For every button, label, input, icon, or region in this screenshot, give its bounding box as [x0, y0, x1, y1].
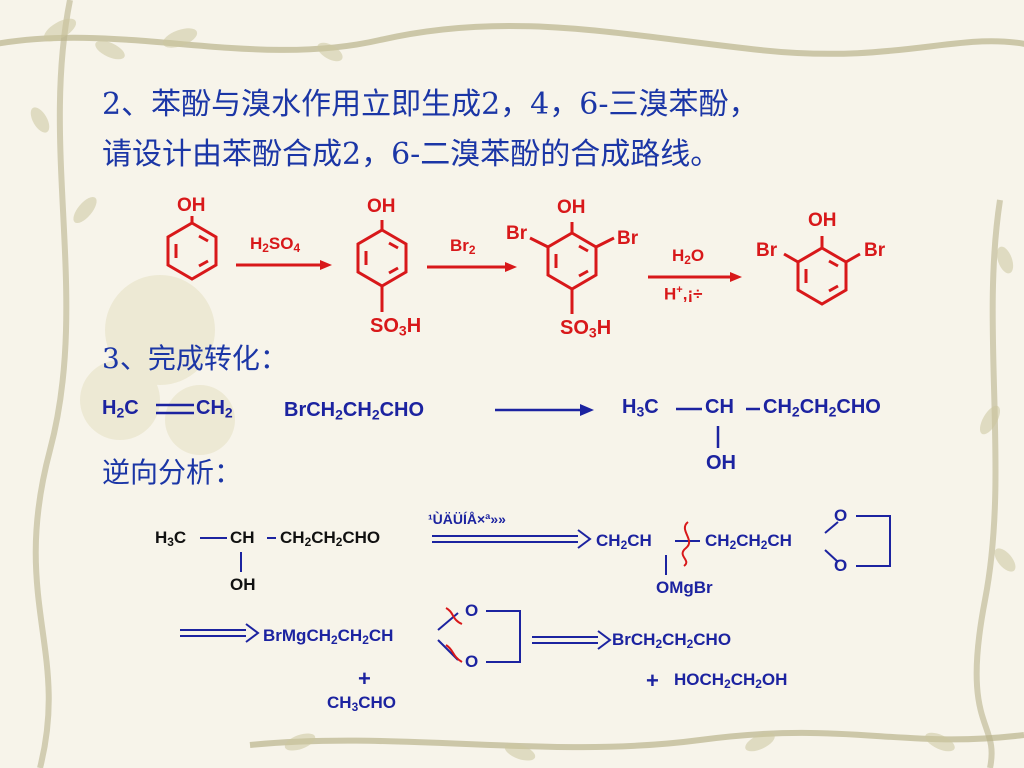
- reagent-h2so4: H2SO4: [250, 234, 301, 255]
- plus-sign-2: +: [646, 668, 659, 693]
- retro-ch: CH: [230, 528, 255, 547]
- dioxolane-o-top-1: O: [834, 506, 848, 525]
- dioxolane-o-bottom-1: O: [834, 556, 848, 575]
- br-left-1: Br: [506, 223, 528, 244]
- vine-right: [973, 199, 1003, 768]
- dioxolane-o-bottom-2: O: [465, 652, 479, 671]
- dioxolane-o-top-2: O: [465, 601, 479, 620]
- plus-sign-1: +: [358, 666, 371, 691]
- reagent-h-heat: H+,¡÷: [664, 284, 703, 304]
- retro-omgbr: OMgBr: [656, 578, 713, 597]
- retro-bromo-aldehyde: BrCH2CH2CHO: [612, 630, 732, 651]
- grignard-reagent: BrMgCH2CH2CH: [263, 626, 394, 647]
- vine-left: [32, 0, 73, 768]
- acetaldehyde: CH3CHO: [327, 693, 396, 714]
- product-oh: OH: [706, 452, 736, 474]
- so3h-2: SO3H: [560, 317, 612, 341]
- retro-ch2ch2ch: CH2CH2CH: [705, 531, 792, 552]
- dibromo-oh: OH: [557, 197, 586, 218]
- vine-bottom: [249, 729, 1024, 751]
- phenol-oh: OH: [177, 195, 206, 216]
- question-3-title: 3、完成转化：: [102, 342, 288, 375]
- question-2-line-1: 2、苯酚与溴水作用立即生成2，4，6-三溴苯酚，: [102, 87, 759, 122]
- retro-h3c: H3C: [155, 528, 187, 549]
- product-chain: CH2CH2CHO: [763, 396, 881, 420]
- retro-ch2ch: CH2CH: [596, 531, 652, 552]
- br-right-1: Br: [617, 228, 639, 249]
- bromo-aldehyde: BrCH2CH2CHO: [284, 399, 425, 423]
- retro-analysis-title: 逆向分析：: [102, 456, 243, 489]
- leaf-shapes: [30, 18, 1016, 761]
- product-ch: CH: [705, 396, 734, 418]
- product-h3c: H3C: [622, 396, 659, 420]
- br-left-2: Br: [756, 240, 778, 261]
- benzene-ring-1: [166, 221, 218, 281]
- ethylene-right: CH2: [196, 397, 233, 421]
- watercolor-flower: [80, 275, 235, 455]
- reagent-h2o: H2O: [672, 246, 705, 267]
- retro-chain: CH2CH2CHO: [280, 528, 381, 549]
- retro-oh: OH: [230, 575, 256, 594]
- reagent-br2: Br2: [450, 236, 476, 257]
- so3h-1: SO3H: [370, 315, 422, 339]
- question-2-line-2: 请设计由苯酚合成2，6-二溴苯酚的合成路线。: [102, 137, 721, 172]
- ethylene-left: H2C: [102, 397, 139, 421]
- sulfonic-oh: OH: [367, 196, 396, 217]
- br-right-2: Br: [864, 240, 886, 261]
- final-oh: OH: [808, 210, 837, 231]
- ethylene-glycol: HOCH2CH2OH: [674, 670, 788, 691]
- arrow-label-garbled: ¹ÙÄÜÍÅ×ª»»: [428, 511, 506, 527]
